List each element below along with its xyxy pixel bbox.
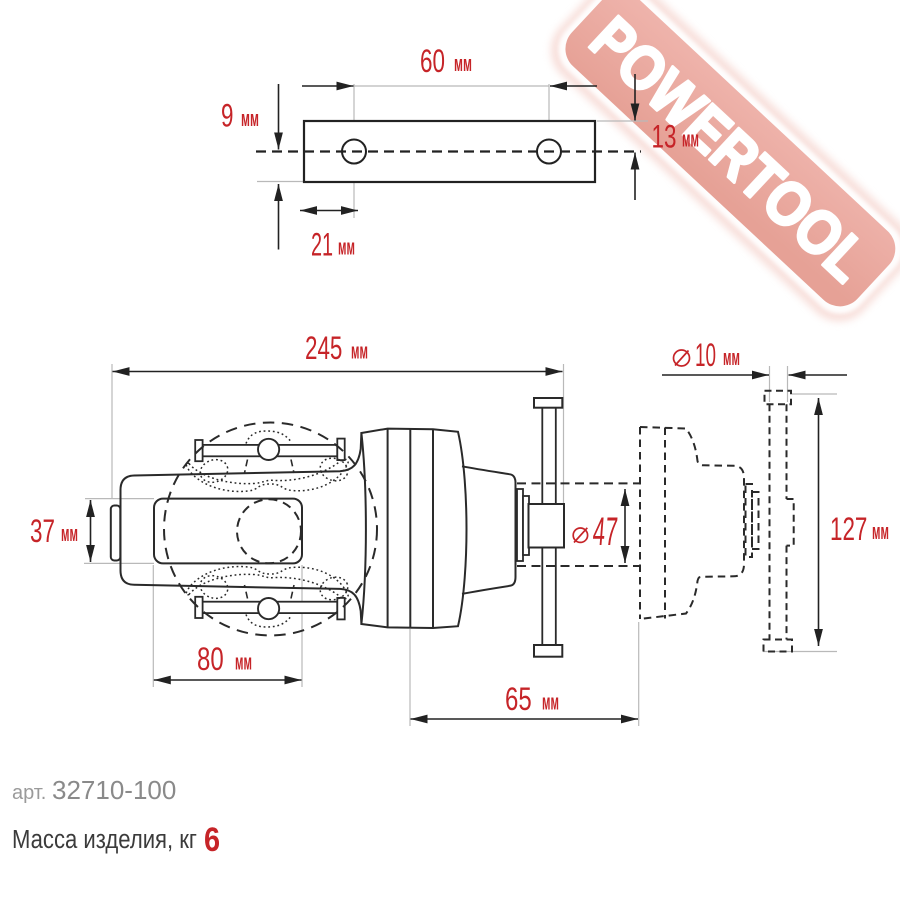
svg-text:127: 127 — [830, 511, 867, 547]
svg-text:мм: мм — [454, 51, 472, 76]
svg-text:арт.: арт. — [12, 782, 46, 804]
svg-text:80: 80 — [197, 641, 224, 677]
svg-text:6: 6 — [204, 820, 220, 859]
svg-text:65: 65 — [505, 681, 532, 717]
svg-text:9: 9 — [221, 98, 233, 134]
svg-text:мм: мм — [723, 345, 740, 370]
svg-text:Масса изделия, кг: Масса изделия, кг — [12, 825, 197, 854]
svg-text:мм: мм — [338, 234, 355, 259]
svg-text:13: 13 — [652, 119, 677, 155]
svg-text:мм: мм — [241, 106, 259, 131]
svg-text:60: 60 — [420, 43, 445, 79]
svg-text:37: 37 — [30, 513, 55, 549]
svg-text:POWERTOOL: POWERTOOL — [577, 4, 881, 295]
svg-text:10: 10 — [695, 337, 716, 374]
svg-text:мм: мм — [682, 126, 699, 151]
svg-text:мм: мм — [235, 649, 252, 674]
svg-text:мм: мм — [61, 521, 78, 546]
svg-text:32710-100: 32710-100 — [52, 775, 176, 805]
svg-text:мм: мм — [872, 519, 889, 544]
svg-text:мм: мм — [351, 338, 368, 363]
svg-text:245: 245 — [305, 330, 342, 366]
svg-text:21: 21 — [311, 227, 333, 263]
svg-text:мм: мм — [542, 689, 559, 714]
svg-text:47: 47 — [591, 509, 619, 554]
